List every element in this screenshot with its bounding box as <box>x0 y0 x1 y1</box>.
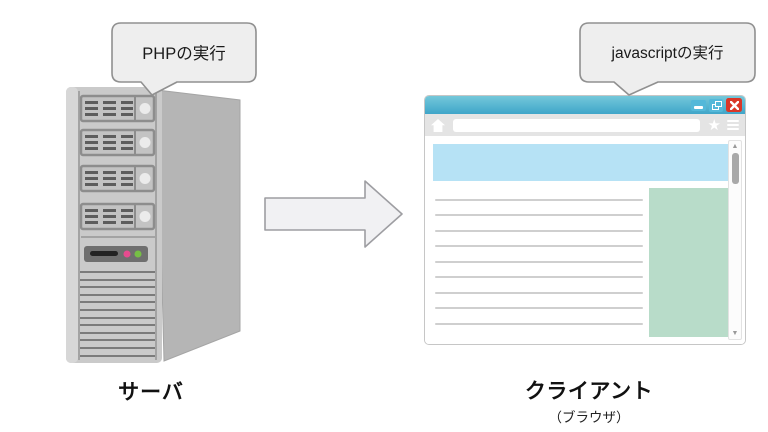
text-line <box>435 214 643 216</box>
page-sidebar-placeholder <box>649 188 728 337</box>
js-bubble-label: javascriptの実行 <box>611 45 724 62</box>
server-side-panel <box>156 89 241 362</box>
text-line <box>435 276 643 278</box>
server-illustration <box>66 87 241 363</box>
browser-content: ▲ ▼ <box>425 136 745 344</box>
browser-toolbar: ★ <box>425 114 745 136</box>
php-bubble-label: PHPの実行 <box>142 45 226 63</box>
vent-grill <box>80 271 155 357</box>
led-panel <box>84 246 148 262</box>
drive-bay <box>79 94 156 123</box>
browser-window: ★ ▲ ▼ <box>424 95 746 345</box>
flow-arrow <box>264 180 403 248</box>
text-line <box>435 292 643 294</box>
server-caption: サーバ <box>118 381 184 404</box>
close-icon <box>729 101 739 110</box>
close-button[interactable] <box>726 98 742 112</box>
text-line <box>435 261 643 263</box>
text-line <box>435 245 643 247</box>
minimize-button[interactable] <box>691 99 706 111</box>
menu-icon[interactable] <box>727 119 739 131</box>
client-caption-title: クライアント <box>524 380 654 403</box>
text-line <box>435 323 643 325</box>
address-bar[interactable] <box>453 118 700 132</box>
power-led-pink <box>123 250 131 258</box>
text-line <box>435 230 643 232</box>
text-line <box>435 199 643 201</box>
scrollbar-thumb[interactable] <box>732 153 739 184</box>
maximize-button[interactable] <box>709 98 723 112</box>
page-banner-placeholder <box>433 144 728 181</box>
window-controls <box>691 96 742 114</box>
client-caption: クライアント （ブラウザ） <box>509 375 669 426</box>
client-caption-subtitle: （ブラウザ） <box>548 410 630 425</box>
scroll-up-icon[interactable]: ▲ <box>731 143 739 150</box>
text-line <box>435 307 643 309</box>
disk-slot <box>90 251 118 256</box>
server-front-panel <box>66 87 162 363</box>
minimize-icon <box>694 106 703 109</box>
scroll-down-icon[interactable]: ▼ <box>731 330 739 337</box>
home-icon[interactable] <box>431 118 445 132</box>
browser-titlebar <box>425 96 745 114</box>
drive-bay <box>79 164 156 193</box>
power-led-green <box>134 250 142 258</box>
drive-bay <box>79 128 156 157</box>
drive-bay <box>79 202 156 231</box>
scrollbar-track[interactable]: ▲ ▼ <box>728 140 742 340</box>
bookmark-star-icon[interactable]: ★ <box>707 116 721 134</box>
